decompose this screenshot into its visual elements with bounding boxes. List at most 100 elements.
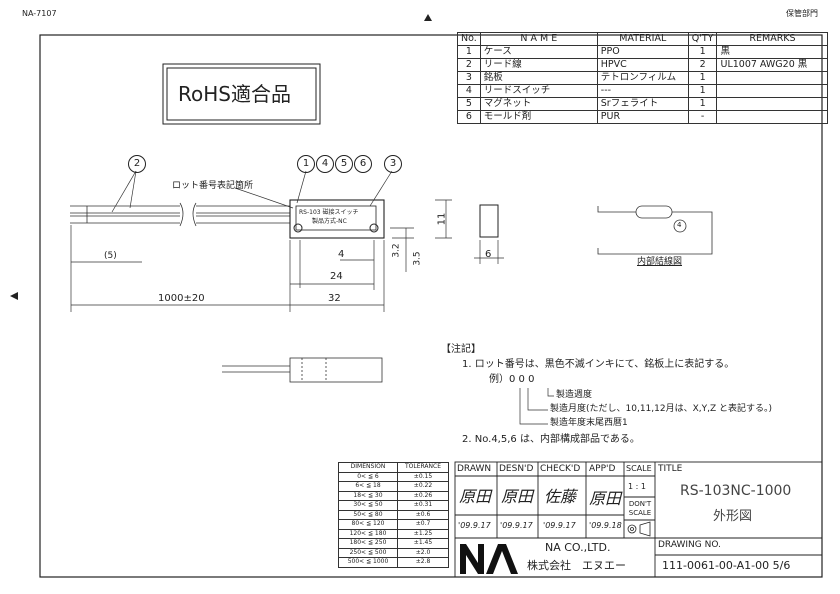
note-1: 1. ロット番号は、黒色不滅インキにて、銘板上に表記する。 — [462, 359, 735, 370]
callout-leaders — [111, 170, 393, 213]
date-desnd: '09.9.17 — [500, 521, 533, 530]
table-row: 6< ≦ 18±0.22 — [338, 481, 449, 492]
tolerance-table: DIMENSION TOLERANCE 0< ≦ 6±0.15 6< ≦ 18±… — [338, 462, 449, 568]
cell: モールド剤 — [479, 110, 598, 124]
note-leaders — [519, 388, 554, 425]
signature-drawn: 原田 — [459, 487, 492, 506]
drawing-no: 111-0061-00-A1-00 5/6 — [662, 559, 791, 572]
callout-1: 1 — [297, 155, 315, 173]
rohs-label: RoHS適合品 — [178, 82, 291, 106]
col-no: No. — [457, 32, 481, 46]
cell: PPO — [596, 45, 689, 59]
cell: 6 — [457, 110, 481, 124]
dim-32: 32 — [328, 293, 341, 304]
label-checkd: CHECK'D — [540, 464, 581, 474]
col-qty: Q'TY — [687, 32, 718, 46]
cell: テトロンフィルム — [596, 71, 689, 85]
cell: - — [687, 110, 718, 124]
note-example: 例）0 0 0 — [489, 374, 535, 385]
cell: 180< ≦ 250 — [338, 538, 398, 549]
table-row: 30< ≦ 50±0.31 — [338, 500, 449, 511]
callout-3: 3 — [384, 155, 402, 173]
label-drawn: DRAWN — [457, 464, 492, 474]
company-jp: 株式会社 エヌエー — [527, 559, 626, 572]
dimension-lines — [70, 199, 504, 312]
lead-wires — [70, 202, 290, 227]
label-title: TITLE — [658, 464, 683, 474]
cell: 1 — [457, 45, 481, 59]
rohs-inner-box — [166, 67, 317, 121]
table-row: 18< ≦ 30±0.26 — [338, 490, 449, 501]
na-logo — [460, 544, 518, 574]
center-mark-top — [424, 14, 432, 21]
cell: 4 — [457, 84, 481, 98]
table-row: 250< ≦ 500±2.0 — [338, 547, 449, 558]
cell: 1 — [687, 97, 718, 111]
title-value: RS-103NC-1000 — [680, 483, 792, 499]
cell: PUR — [596, 110, 689, 124]
table-row: 500< ≦ 1000±2.8 — [338, 557, 449, 568]
callout-6: 6 — [354, 155, 372, 173]
circuit-label: 内部結線図 — [637, 257, 683, 267]
cell: 3 — [457, 71, 481, 85]
table-row: 180< ≦ 250±1.45 — [338, 538, 449, 549]
cell: 500< ≦ 1000 — [338, 557, 398, 568]
callout-5: 5 — [335, 155, 353, 173]
cell: 銘板 — [479, 71, 598, 85]
label-desnd: DESN'D — [499, 464, 534, 474]
table-row: 0< ≦ 6±0.15 — [338, 471, 449, 482]
note-month: 製造月度(ただし、10,11,12月は、X,Y,Z と表記する。) — [550, 404, 773, 414]
date-app: '09.9.18 — [589, 521, 622, 530]
internal-circuit — [597, 205, 713, 255]
col-name: N A M E — [479, 32, 598, 46]
signature-app: 原田 — [589, 489, 622, 508]
cell: 30< ≦ 50 — [338, 500, 398, 511]
cell: 1 — [687, 71, 718, 85]
table-row: 80< ≦ 120±0.7 — [338, 519, 449, 530]
cell: ±1.45 — [397, 538, 449, 549]
circuit-num: 4 — [677, 221, 682, 229]
table-row: 50< ≦ 80±0.6 — [338, 509, 449, 520]
cell: 18< ≦ 30 — [338, 490, 398, 501]
cell: ±0.15 — [397, 471, 449, 482]
cell: リードスイッチ — [479, 84, 598, 98]
dim-4: 4 — [338, 249, 345, 260]
cell: ±0.31 — [397, 500, 449, 511]
doc-code: NA-7107 — [22, 9, 57, 18]
cell — [716, 97, 829, 111]
bottom-view — [222, 357, 383, 383]
date-drawn: '09.9.17 — [458, 521, 491, 530]
callout-4: 4 — [316, 155, 334, 173]
note-2: 2. No.4,5,6 は、内部構成部品である。 — [462, 434, 640, 445]
cell: 2 — [687, 58, 718, 72]
col-dimension: DIMENSION — [338, 462, 398, 473]
cell: ±0.6 — [397, 509, 449, 520]
drawing-no-label: DRAWING NO. — [658, 540, 721, 550]
label-appd: APP'D — [589, 464, 616, 474]
cell — [716, 84, 829, 98]
dim-3-2: 3.2 — [391, 243, 402, 258]
cell: ±1.25 — [397, 528, 449, 539]
cell: 250< ≦ 500 — [338, 547, 398, 558]
cell: 黒 — [716, 45, 829, 59]
callout-2: 2 — [128, 155, 146, 173]
signature-desnd: 原田 — [501, 487, 534, 506]
cell: 2 — [457, 58, 481, 72]
cell: マグネット — [479, 97, 598, 111]
dim-5: (5) — [104, 251, 117, 261]
col-material: MATERIAL — [596, 32, 689, 46]
col-tolerance: TOLERANCE — [397, 462, 449, 473]
cell: HPVC — [596, 58, 689, 72]
cell: 80< ≦ 120 — [338, 519, 398, 530]
border-frame — [39, 34, 823, 578]
cell: 1 — [687, 84, 718, 98]
note-year: 製造年度末尾西暦1 — [550, 418, 628, 428]
title-sub: 外形図 — [713, 509, 753, 524]
cell: 0< ≦ 6 — [338, 471, 398, 482]
table-row: 120< ≦ 180±1.25 — [338, 528, 449, 539]
